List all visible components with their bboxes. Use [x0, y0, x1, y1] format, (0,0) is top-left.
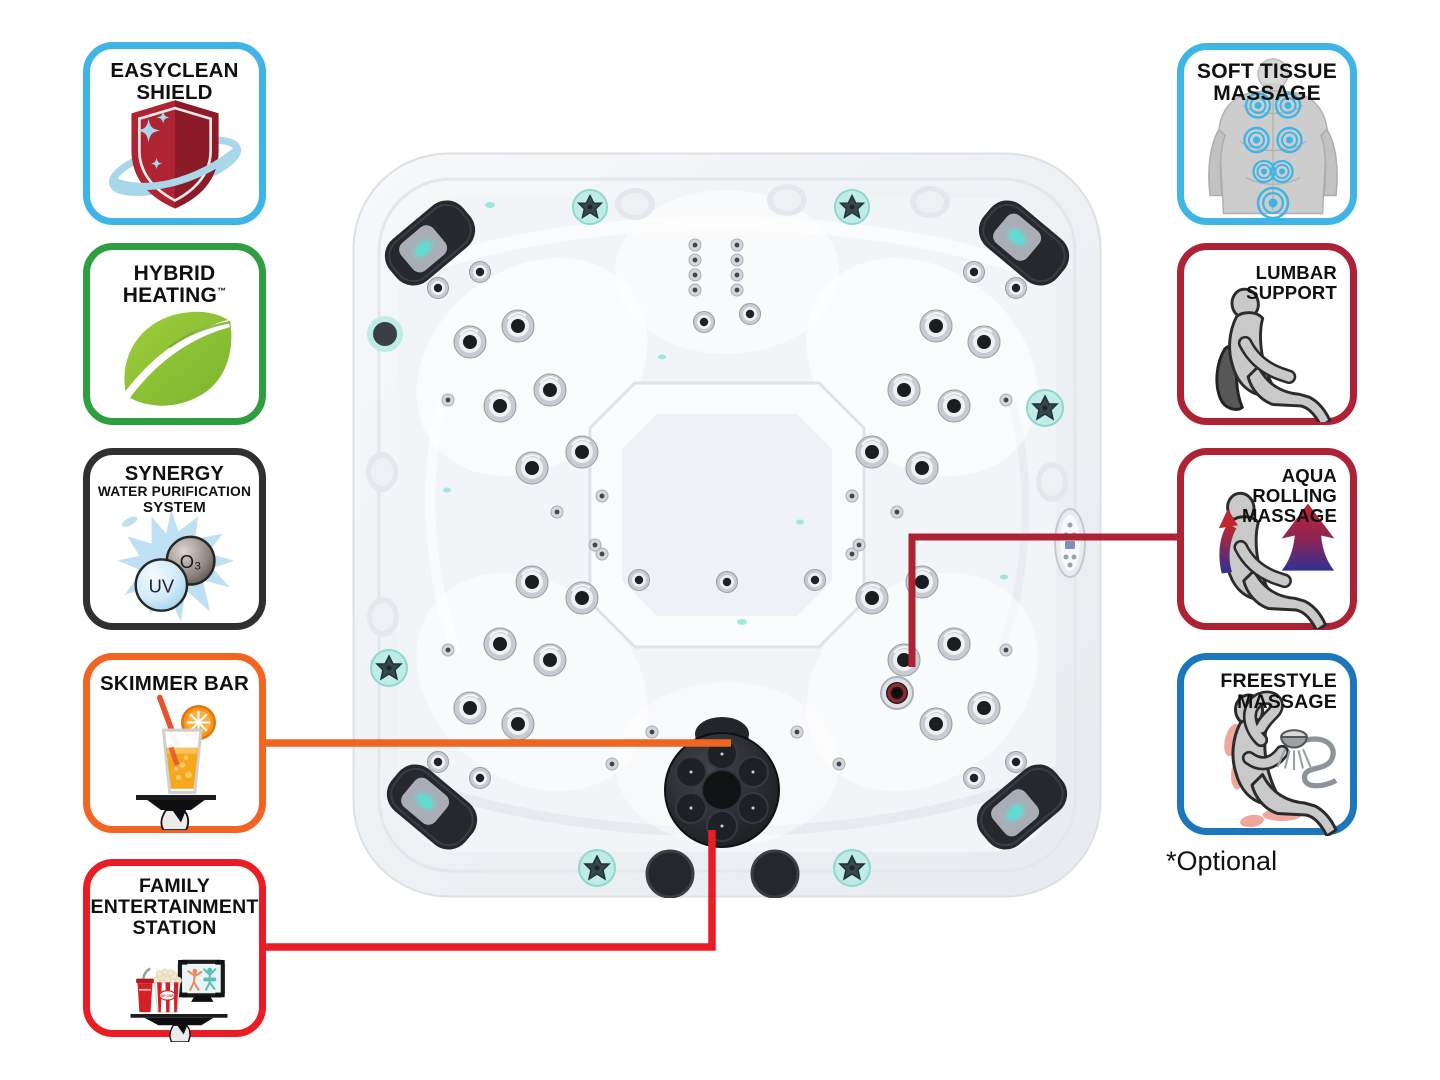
- rim-plug: [752, 851, 798, 897]
- dancer-figures-icon: [187, 968, 203, 991]
- badge-title-line: EASYCLEAN: [110, 59, 239, 82]
- badge-title-line: SYSTEM: [143, 499, 206, 517]
- badge-title-line: WATER PURIFICATION: [97, 484, 252, 500]
- aqua-rolling-person-icon: [1218, 491, 1335, 629]
- rolling-arrow-icon: [1281, 503, 1335, 571]
- badge-synergy-water-purification: SYNERGY WATER PURIFICATION SYSTEM O₃ UV: [83, 448, 266, 630]
- shower-head-icon: [1276, 729, 1338, 789]
- badge-title-line: SUPPORT: [1246, 281, 1337, 303]
- diverter-knob-icon: [833, 188, 871, 226]
- leaf-icon: [123, 311, 232, 406]
- badge-title-line: SKIMMER BAR: [99, 672, 250, 695]
- drink-tray-icon: [136, 694, 216, 830]
- badge-aqua-rolling-massage: AQUA ROLLING MASSAGE: [1177, 448, 1357, 630]
- popcorn-label: POP CORN: [158, 994, 176, 998]
- back-massage-icon: [1208, 58, 1338, 220]
- shield-sparkle-icon: [108, 100, 242, 209]
- badge-freestyle-massage: FREESTYLE MASSAGE: [1177, 653, 1357, 836]
- cup-holder: [767, 184, 807, 216]
- diverter-knob-icon: [571, 188, 609, 226]
- badge-title-line: MASSAGE: [1242, 504, 1337, 526]
- badge-hybrid-heating: HYBRID HEATING™: [83, 243, 266, 425]
- massage-points: [1243, 92, 1303, 220]
- o3-label: O₃: [180, 551, 202, 572]
- cup-holder: [615, 188, 655, 220]
- badge-title-line: HYBRID: [133, 262, 216, 285]
- cup-holder: [1036, 462, 1068, 502]
- back-roll-band: [1219, 523, 1237, 574]
- badge-title-line: AQUA: [1281, 465, 1337, 486]
- badge-title-line: FREESTYLE: [1220, 670, 1337, 692]
- rim-plug: [367, 316, 403, 352]
- badge-title-line: ROLLING: [1252, 484, 1337, 506]
- speaker-fountain: [664, 717, 780, 848]
- badge-easyclean-shield: EASYCLEAN SHIELD: [83, 42, 266, 225]
- popcorn-icon: POP CORN: [152, 968, 182, 1013]
- hot-tub-top-view: [352, 152, 1102, 898]
- badge-title-line: SYNERGY: [124, 463, 225, 485]
- trademark-symbol: ™: [217, 286, 227, 297]
- soda-cup-icon: [136, 967, 154, 1013]
- diverter-knob-icon: [1026, 389, 1064, 427]
- badge-skimmer-bar: SKIMMER BAR: [83, 653, 266, 833]
- entertainment-tray-icon: POP CORN: [130, 959, 228, 1042]
- uv-label: UV: [149, 575, 175, 596]
- tv-screen-icon: [177, 959, 225, 998]
- freestyle-person-icon: [1224, 690, 1338, 836]
- badge-lumbar-support: LUMBAR SUPPORT: [1177, 243, 1357, 425]
- diverter-knob-icon: [833, 849, 871, 887]
- badge-family-entertainment-station: FAMILY ENTERTAINMENT STATION: [83, 859, 266, 1042]
- water-splash-icon: O₃ UV: [117, 509, 235, 622]
- control-panel: [1054, 508, 1086, 578]
- cup-holder: [366, 452, 398, 492]
- badge-soft-tissue-massage: SOFT TISSUE MASSAGE: [1177, 43, 1357, 225]
- lumbar-person-icon: [1215, 287, 1332, 422]
- optional-footnote: *Optional: [1166, 846, 1278, 876]
- badge-title-line: FAMILY: [139, 875, 210, 897]
- badge-title-line: STATION: [132, 916, 217, 939]
- diverter-knob-icon: [370, 649, 408, 687]
- badge-title-line: MASSAGE: [1213, 82, 1321, 106]
- badge-title-line: HEATING™: [122, 284, 227, 308]
- diverter-knob-icon: [578, 849, 616, 887]
- cup-holder: [367, 597, 399, 637]
- badge-title-line: LUMBAR: [1255, 262, 1337, 283]
- badge-title-line: MASSAGE: [1237, 690, 1337, 713]
- aqua-rolling-jet: [880, 676, 914, 710]
- cup-holder: [910, 186, 950, 218]
- badge-title-line: SHIELD: [136, 80, 213, 104]
- badge-title-line: SOFT TISSUE: [1197, 60, 1337, 83]
- badge-title-line: ENTERTAINMENT: [90, 895, 259, 918]
